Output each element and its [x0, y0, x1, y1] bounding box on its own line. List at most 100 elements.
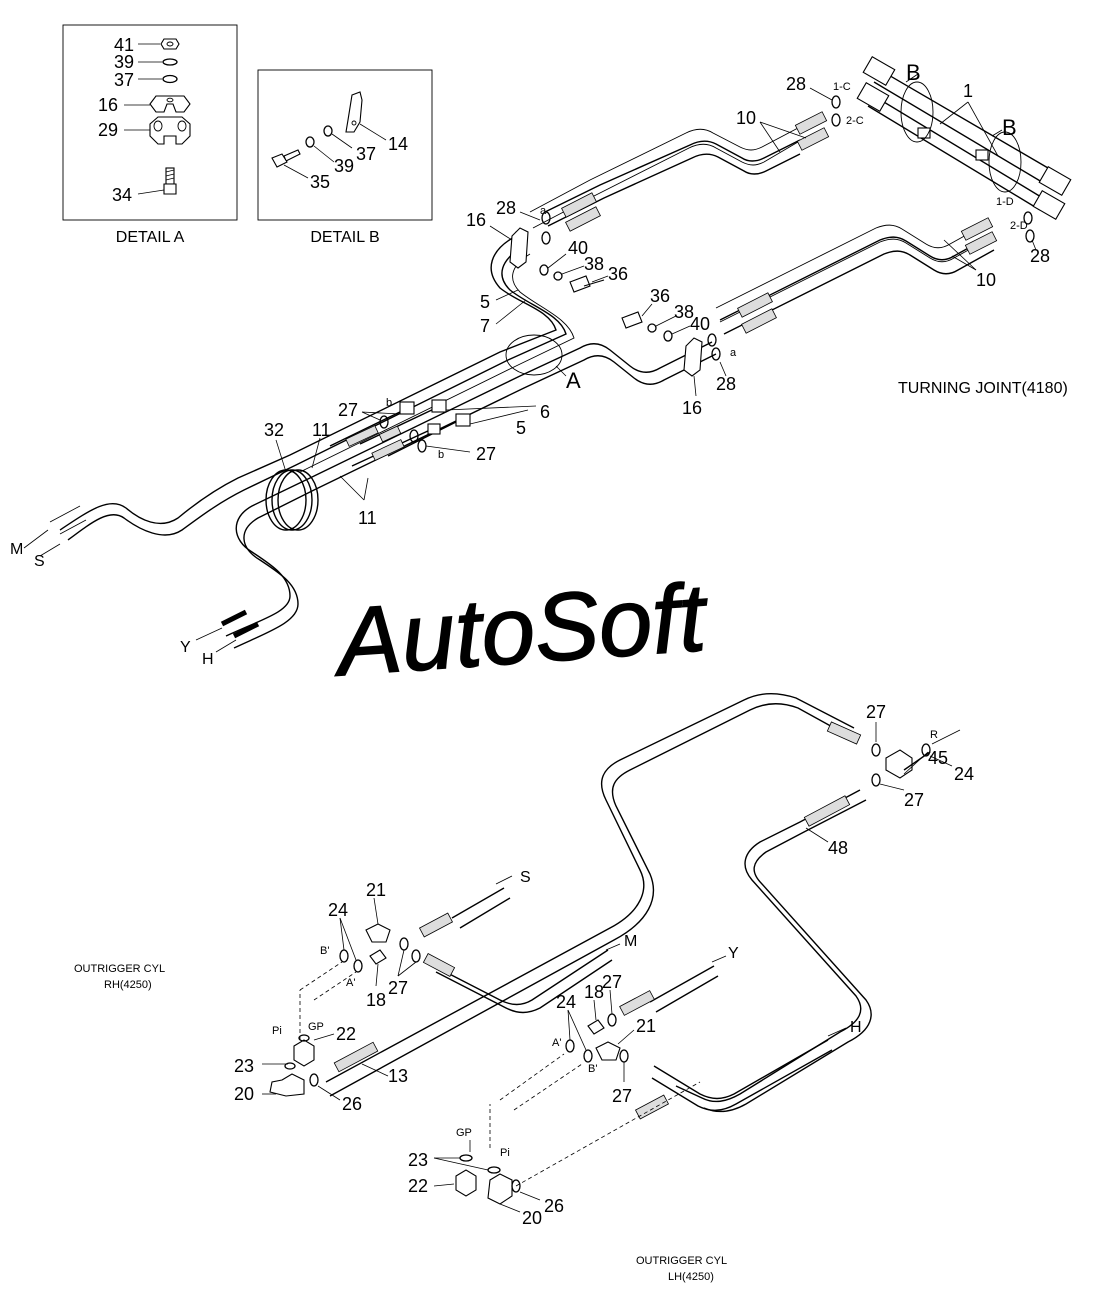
oring-27	[871, 743, 881, 757]
oring-27	[399, 937, 409, 951]
bracket-part	[345, 91, 363, 133]
line-letter-y: Y	[728, 945, 739, 962]
oring-23	[298, 1034, 310, 1042]
hose-48	[803, 795, 851, 827]
detail-a-caption: DETAIL A	[116, 229, 185, 246]
callout-5: 5	[480, 292, 490, 312]
clamp-ring-32	[265, 469, 307, 531]
port-label-a: a	[540, 205, 547, 217]
oring-28	[711, 347, 721, 361]
clamp-16-part	[509, 227, 529, 269]
line-letter-m: M	[10, 541, 23, 558]
callout-10: 10	[976, 270, 996, 290]
oring-27	[607, 1013, 617, 1027]
callout-28: 28	[716, 374, 736, 394]
oring-24	[353, 959, 363, 973]
hose-end-part	[737, 292, 773, 318]
outrigger-rh-label-1: OUTRIGGER CYL	[74, 963, 165, 975]
callout-13: 13	[388, 1066, 408, 1086]
washer-38	[553, 271, 563, 281]
hose-end-part	[960, 217, 994, 241]
watermark-text: AutoSoft	[329, 564, 712, 697]
hose-end-part	[794, 111, 828, 135]
callout-27: 27	[476, 444, 496, 464]
callout-10: 10	[736, 108, 756, 128]
turning-joint-label: TURNING JOINT(4180)	[898, 380, 1068, 397]
oring-24	[583, 1049, 593, 1063]
callout-11: 11	[312, 420, 331, 440]
oring-24	[921, 743, 931, 757]
outrigger-lh-label-1: OUTRIGGER CYL	[636, 1255, 727, 1267]
washer-38	[647, 323, 657, 333]
washer-40	[663, 330, 673, 342]
callout-16: 16	[98, 95, 118, 115]
callout-45: 45	[928, 748, 948, 768]
line-letter-s: S	[520, 869, 531, 886]
port-label-pi: Pi	[272, 1025, 282, 1037]
oring-27	[417, 439, 427, 453]
callout-14: 14	[388, 134, 408, 154]
hose-13	[333, 1041, 379, 1073]
port-label-gp: GP	[456, 1127, 472, 1139]
callout-27: 27	[612, 1086, 632, 1106]
oring-28	[831, 113, 841, 127]
outrigger-rh-group: OUTRIGGER CYL RH(4250) 21 24 B' A' 18 27…	[74, 880, 421, 1114]
callout-23: 23	[234, 1056, 254, 1076]
port-label-b-prime: B'	[588, 1063, 597, 1075]
fitting-part	[399, 401, 415, 415]
oring-26	[511, 1179, 521, 1193]
oring-28	[1025, 229, 1035, 243]
detail-b-caption: DETAIL B	[310, 229, 379, 246]
hose-end-part	[796, 127, 830, 151]
oring-28	[707, 333, 717, 347]
callout-27: 27	[866, 702, 886, 722]
washer-part	[305, 136, 315, 148]
callout-28: 28	[1030, 246, 1050, 266]
callout-40: 40	[568, 238, 588, 258]
line-letter-m: M	[624, 933, 637, 950]
oring-27	[619, 1049, 629, 1063]
callout-26: 26	[342, 1094, 362, 1114]
oring-24	[565, 1039, 575, 1053]
callout-27: 27	[388, 978, 408, 998]
section-a-ellipse	[505, 334, 563, 376]
oring-27	[409, 429, 419, 443]
upper-hoses: 10 10	[529, 108, 998, 335]
elbow-20-part	[487, 1173, 513, 1205]
fitting-part	[427, 423, 441, 435]
callout-24: 24	[954, 764, 974, 784]
callout-5: 5	[516, 418, 526, 438]
oring-28	[541, 211, 551, 225]
callout-32: 32	[264, 420, 284, 440]
port-label-gp: GP	[308, 1021, 324, 1033]
connector-18-part	[369, 949, 387, 965]
hose-end-part	[741, 308, 777, 334]
callout-39b: 39	[334, 156, 354, 176]
port-label-1c: 1-C	[833, 81, 851, 93]
callout-27: 27	[338, 400, 358, 420]
fitting-2d-part	[1032, 189, 1066, 221]
elbow-20-part	[269, 1073, 305, 1097]
callout-1: 1	[963, 81, 973, 101]
oring-27	[871, 773, 881, 787]
callout-16: 16	[466, 210, 486, 230]
plug-22-part	[293, 1039, 315, 1067]
detail-b: 14 37 39 35 DETAIL B	[257, 69, 433, 246]
line-letter-h: H	[202, 651, 214, 668]
fitting-part	[431, 399, 447, 413]
oring-27	[379, 415, 389, 429]
callout-26: 26	[544, 1196, 564, 1216]
detail-b-frame	[257, 69, 433, 221]
outrigger-lh-label-2: LH(4250)	[668, 1271, 714, 1283]
bolt-part	[283, 149, 301, 162]
callout-38: 38	[584, 254, 604, 274]
callout-37b: 37	[356, 144, 376, 164]
port-label-a: a	[730, 347, 737, 359]
callout-27: 27	[904, 790, 924, 810]
fitting-1d-part	[1038, 165, 1072, 197]
port-label-2c: 2-C	[846, 115, 864, 127]
port-label-2d: 2-D	[1010, 220, 1028, 232]
port-label-a-prime: A'	[552, 1037, 561, 1049]
connector-18-part	[587, 1019, 605, 1035]
section-letter-a: A	[566, 368, 581, 393]
